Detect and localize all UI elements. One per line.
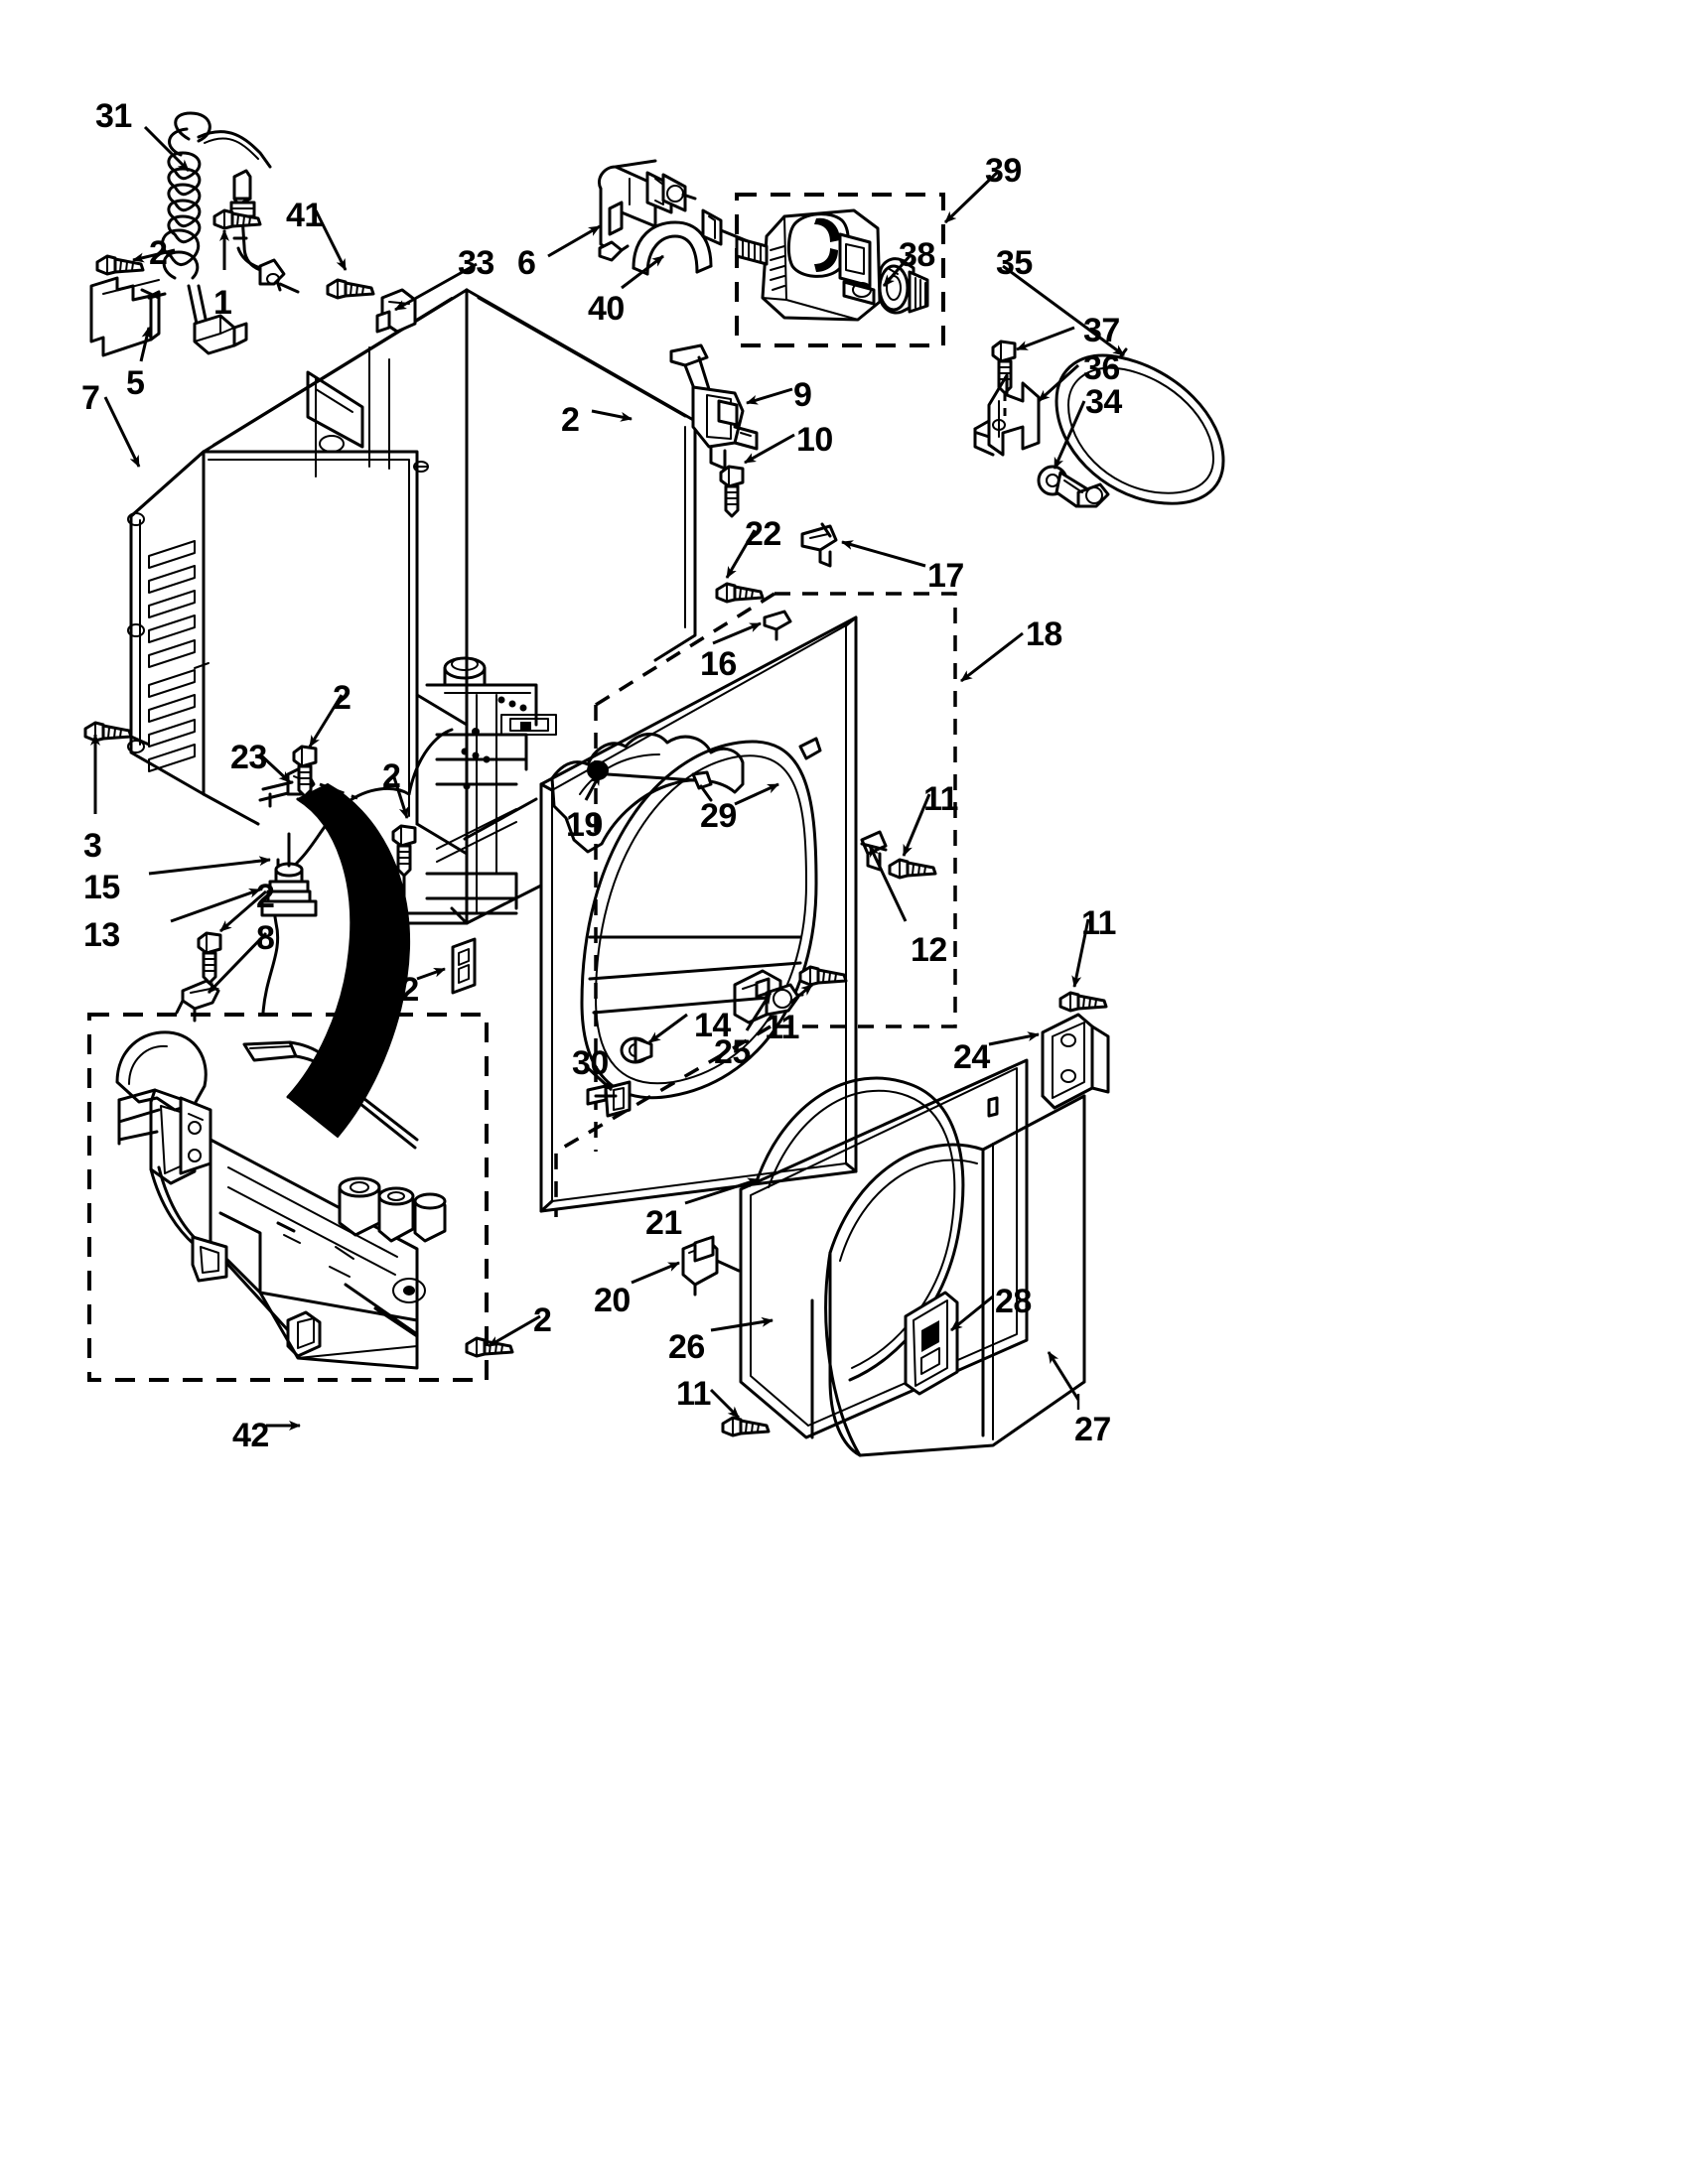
- callout-16: 16: [700, 645, 737, 683]
- callout-13: 13: [83, 916, 120, 954]
- callout-2-c: 2: [333, 679, 352, 717]
- callout-33: 33: [458, 244, 494, 282]
- callout-20: 20: [594, 1282, 631, 1319]
- callout-19: 19: [566, 806, 603, 844]
- callout-30: 30: [572, 1044, 609, 1082]
- callout-22: 22: [745, 515, 781, 553]
- callout-3: 3: [83, 827, 102, 865]
- callout-23: 23: [230, 739, 267, 776]
- callout-35: 35: [996, 244, 1033, 282]
- callout-36: 36: [1083, 349, 1120, 387]
- callout-11-a: 11: [923, 780, 958, 818]
- callout-12: 12: [911, 931, 947, 969]
- callout-32: 32: [382, 971, 419, 1009]
- callout-42: 42: [232, 1417, 269, 1454]
- callout-2-d: 2: [382, 757, 401, 795]
- callout-5: 5: [126, 364, 145, 402]
- callout-24: 24: [953, 1038, 990, 1076]
- callout-31: 31: [95, 97, 132, 135]
- callout-10: 10: [796, 421, 833, 459]
- callout-21: 21: [645, 1204, 682, 1242]
- callout-9: 9: [793, 376, 812, 414]
- callout-4: 4: [379, 945, 398, 983]
- callout-40: 40: [588, 290, 625, 328]
- callout-41: 41: [286, 197, 323, 234]
- callout-27: 27: [1074, 1411, 1111, 1448]
- callout-17: 17: [927, 557, 964, 595]
- callout-11-b: 11: [1081, 904, 1116, 942]
- callout-18: 18: [1026, 615, 1062, 653]
- callout-28: 28: [995, 1283, 1032, 1320]
- callout-2-e: 2: [256, 878, 275, 915]
- callout-34: 34: [1085, 383, 1122, 421]
- callout-29: 29: [700, 797, 737, 835]
- callout-14: 14: [694, 1007, 731, 1044]
- callout-6: 6: [517, 244, 536, 282]
- callout-26: 26: [668, 1328, 705, 1366]
- callout-37: 37: [1083, 312, 1120, 349]
- callout-11-d: 11: [676, 1375, 711, 1413]
- callout-15: 15: [83, 869, 120, 906]
- callout-39: 39: [985, 152, 1022, 190]
- callout-2-a: 2: [149, 234, 168, 272]
- callout-38: 38: [899, 236, 935, 274]
- callout-25: 25: [714, 1033, 751, 1071]
- callout-2-b: 2: [561, 401, 580, 439]
- callout-11-c: 11: [765, 1009, 799, 1046]
- callout-1: 1: [213, 284, 232, 322]
- callout-2-f: 2: [533, 1301, 552, 1339]
- callout-7: 7: [81, 379, 100, 417]
- callout-8: 8: [256, 919, 275, 957]
